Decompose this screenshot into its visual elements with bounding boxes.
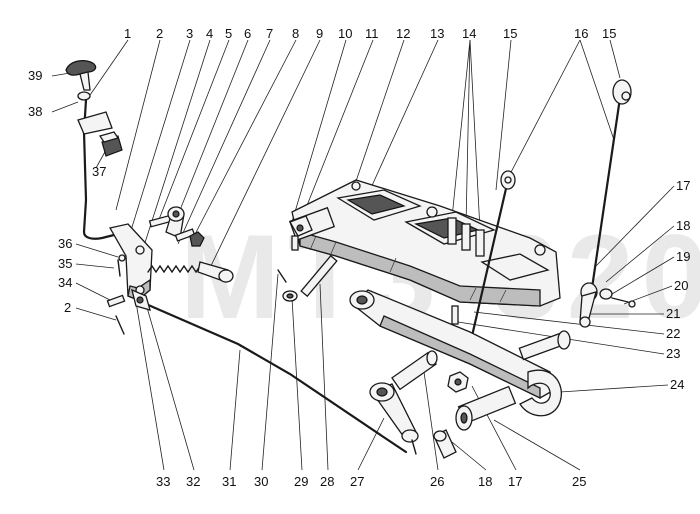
label-10: 10	[338, 26, 352, 41]
studs-14	[447, 217, 485, 257]
label-37: 37	[92, 164, 106, 179]
label-15-right: 15	[602, 26, 616, 41]
label-2: 2	[156, 26, 163, 41]
label-12: 12	[396, 26, 410, 41]
label-27: 27	[350, 474, 364, 489]
lever-27	[369, 382, 419, 455]
bolt-34	[106, 294, 126, 308]
brace-rod-15	[464, 170, 516, 364]
label-29: 29	[294, 474, 308, 489]
lift-housing-13	[288, 179, 561, 307]
label-28: 28	[320, 474, 334, 489]
label-35: 35	[58, 256, 72, 271]
leader-lines	[51, 39, 675, 471]
link-9	[197, 261, 234, 283]
label-1: 1	[124, 26, 131, 41]
label-20: 20	[674, 278, 688, 293]
lever-10-12	[289, 215, 313, 251]
handle-39	[65, 60, 97, 91]
label-21: 21	[666, 306, 680, 321]
label-39: 39	[28, 68, 42, 83]
clevis-18	[433, 429, 457, 459]
control-rod-31	[144, 302, 408, 454]
label-34: 34	[58, 275, 72, 290]
clevis-32-33	[131, 288, 151, 311]
label-16: 16	[574, 26, 588, 41]
pin-26	[391, 350, 438, 391]
label-31: 31	[222, 474, 236, 489]
upright-rod-1	[82, 98, 120, 240]
label-38: 38	[28, 104, 42, 119]
label-5: 5	[225, 26, 232, 41]
label-33: 33	[156, 474, 170, 489]
label-30: 30	[254, 474, 268, 489]
pin-2-lower	[115, 315, 125, 335]
label-11: 11	[365, 26, 379, 41]
link-5	[165, 206, 185, 239]
label-13: 13	[430, 26, 444, 41]
bracket-2	[77, 111, 113, 135]
pin-35	[117, 259, 121, 277]
label-6: 6	[244, 26, 251, 41]
label-3: 3	[186, 26, 193, 41]
pin-36	[118, 254, 126, 262]
label-7: 7	[266, 26, 273, 41]
label-22: 22	[666, 326, 680, 341]
washer-38	[77, 91, 91, 101]
spring-8	[147, 264, 201, 274]
lever-bracket-3	[108, 223, 153, 301]
vertical-rod-16	[579, 79, 632, 328]
nut-7	[189, 231, 205, 247]
label-17-bottom: 17	[508, 474, 522, 489]
label-18-right: 18	[676, 218, 690, 233]
pins-19-21	[599, 288, 636, 308]
label-4: 4	[206, 26, 213, 41]
label-36: 36	[58, 236, 72, 251]
label-18-bottom: 18	[478, 474, 492, 489]
label-17-right: 17	[676, 178, 690, 193]
bolt-6	[174, 228, 196, 242]
label-19: 19	[676, 249, 690, 264]
label-15-top: 15	[503, 26, 517, 41]
pin-30	[277, 269, 287, 283]
label-25: 25	[572, 474, 586, 489]
label-23: 23	[666, 346, 680, 361]
bolt-28	[282, 254, 338, 302]
clip-37	[98, 131, 123, 157]
label-9: 9	[316, 26, 323, 41]
label-32: 32	[186, 474, 200, 489]
callout-labels: 1 2 3 4 5 6 7 8 9 10 11 12 13 14 15 16 1…	[28, 26, 690, 489]
label-24: 24	[670, 377, 684, 392]
label-26: 26	[430, 474, 444, 489]
lower-link-24	[349, 289, 571, 431]
label-8: 8	[292, 26, 299, 41]
label-2-left: 2	[64, 300, 71, 315]
label-14: 14	[462, 26, 476, 41]
